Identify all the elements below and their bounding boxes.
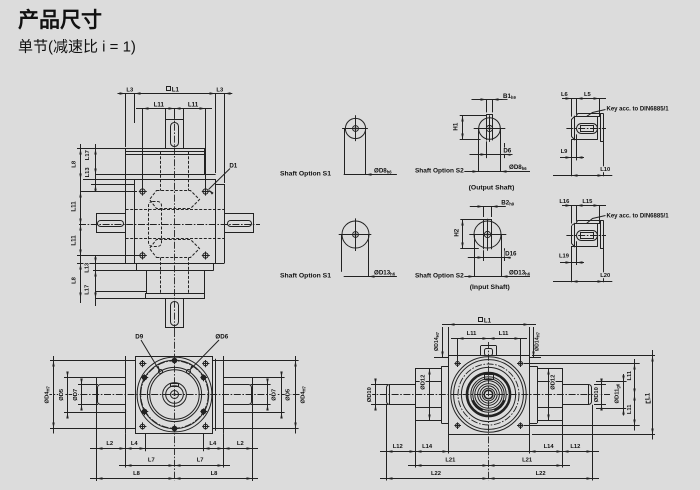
svg-text:D1: D1: [229, 162, 237, 169]
svg-text:产品尺寸: 产品尺寸: [18, 8, 102, 32]
svg-text:L5: L5: [584, 92, 592, 98]
svg-text:H1: H1: [453, 122, 460, 130]
svg-text:L17: L17: [84, 285, 90, 295]
svg-text:ØD7: ØD7: [73, 389, 79, 401]
svg-text:L11: L11: [467, 331, 477, 337]
svg-text:L11: L11: [499, 331, 509, 337]
svg-text:L1: L1: [644, 392, 651, 400]
svg-text:L11: L11: [188, 101, 199, 108]
svg-text:L9: L9: [561, 149, 569, 155]
svg-text:L20: L20: [600, 273, 610, 279]
svg-text:L7: L7: [197, 458, 204, 464]
svg-text:L12: L12: [393, 444, 403, 450]
svg-text:ØD4H7: ØD4H7: [44, 385, 50, 403]
svg-text:L16: L16: [559, 199, 570, 205]
svg-text:L1: L1: [484, 317, 492, 324]
svg-text:L8: L8: [72, 160, 78, 168]
svg-text:L14: L14: [422, 444, 433, 450]
svg-text:L2: L2: [106, 441, 113, 447]
svg-text:D6: D6: [503, 148, 511, 155]
svg-text:L8: L8: [133, 471, 141, 477]
svg-text:L8: L8: [71, 276, 77, 284]
svg-text:ØD10: ØD10: [367, 387, 373, 402]
svg-text:ØD12: ØD12: [421, 375, 427, 390]
svg-text:Shaft Option S2: Shaft Option S2: [415, 168, 464, 175]
svg-text:L3: L3: [216, 88, 224, 94]
svg-text:L10: L10: [600, 167, 610, 173]
svg-text:L22: L22: [536, 471, 546, 477]
svg-text:L7: L7: [148, 458, 155, 464]
svg-text:L11: L11: [71, 201, 78, 212]
svg-text:ØD14H7: ØD14H7: [434, 331, 440, 351]
svg-text:L4: L4: [131, 441, 139, 447]
svg-text:L22: L22: [431, 471, 441, 477]
svg-text:L19: L19: [559, 254, 570, 260]
svg-text:B1h9: B1h9: [503, 93, 516, 100]
svg-text:L11: L11: [627, 404, 633, 414]
svg-text:(Output Shaft): (Output Shaft): [469, 184, 515, 191]
svg-text:L6: L6: [561, 92, 569, 98]
svg-text:(Input Shaft): (Input Shaft): [470, 284, 510, 291]
svg-text:D9: D9: [135, 334, 143, 341]
svg-text:Key acc. to DIN6885/1: Key acc. to DIN6885/1: [607, 213, 670, 219]
svg-text:L14: L14: [544, 444, 555, 450]
svg-text:ØD5: ØD5: [286, 388, 292, 401]
svg-text:L2: L2: [237, 441, 244, 447]
svg-text:L17: L17: [85, 150, 91, 160]
svg-text:L8: L8: [211, 471, 219, 477]
svg-text:ØD4H7: ØD4H7: [300, 385, 306, 403]
svg-text:L4: L4: [209, 441, 217, 447]
svg-text:Shaft Option S2: Shaft Option S2: [415, 273, 464, 280]
svg-text:ØD12: ØD12: [551, 375, 557, 390]
svg-text:L3: L3: [126, 88, 134, 94]
svg-text:ØD7: ØD7: [272, 389, 278, 401]
svg-text:B2h9: B2h9: [501, 200, 514, 207]
svg-text:ØD13h6: ØD13h6: [509, 270, 531, 277]
svg-text:L21: L21: [445, 458, 456, 464]
svg-text:L21: L21: [522, 458, 533, 464]
svg-text:L15: L15: [582, 199, 593, 205]
svg-text:L1: L1: [172, 87, 180, 94]
svg-text:ØD8h6: ØD8h6: [509, 164, 527, 171]
svg-text:L11: L11: [71, 235, 78, 246]
svg-text:ØD13h6: ØD13h6: [374, 269, 396, 276]
svg-text:ØD5: ØD5: [59, 388, 65, 401]
svg-text:单节(减速比 i = 1): 单节(减速比 i = 1): [18, 39, 136, 56]
svg-text:L11: L11: [154, 101, 165, 108]
svg-text:D16: D16: [505, 251, 517, 258]
svg-text:Shaft Option S1: Shaft Option S1: [280, 170, 331, 177]
svg-text:ØD8h6: ØD8h6: [374, 167, 392, 174]
svg-text:L11: L11: [627, 370, 633, 380]
svg-text:H2: H2: [453, 228, 460, 236]
svg-text:ØD6: ØD6: [215, 334, 228, 341]
svg-text:ØD11g6: ØD11g6: [615, 383, 621, 403]
svg-text:L13: L13: [84, 262, 90, 273]
svg-text:Key acc. to DIN6885/1: Key acc. to DIN6885/1: [607, 107, 670, 113]
svg-text:L12: L12: [570, 444, 580, 450]
svg-text:Shaft Option S1: Shaft Option S1: [280, 272, 331, 279]
svg-text:L13: L13: [85, 167, 91, 178]
svg-text:ØD14H7: ØD14H7: [534, 331, 540, 351]
svg-text:ØD10: ØD10: [594, 387, 600, 402]
